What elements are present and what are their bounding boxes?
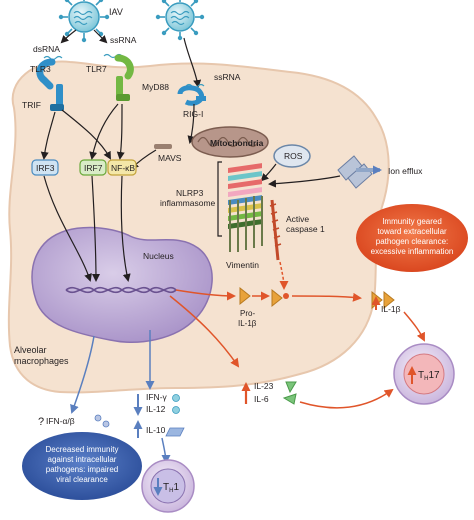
immunity-geared-line1: Immunity geared (382, 217, 442, 226)
arrow-ros-to-nlrp3 (260, 163, 277, 182)
il6-label: IL-6 (254, 394, 269, 404)
arrow-trif-to-nfkb (61, 109, 111, 160)
nfkb-box (107, 159, 137, 176)
ion-efflux-channel-icon (337, 155, 382, 189)
decreased-immunity-line4: viral clearance (56, 475, 108, 484)
tlr3-receptor-icon (36, 58, 64, 111)
iav-virus-right-icon (155, 0, 205, 41)
irf7-box (79, 159, 107, 176)
ros-label: ROS (284, 151, 303, 161)
ssrna-left-squiggle (103, 53, 123, 59)
arrow-virus-to-tlr7 (93, 29, 108, 44)
iav-label: IAV (109, 7, 123, 17)
immunity-geared-line3: pathogen clearance: (376, 237, 449, 246)
nlrp3-inflammasome-icon (228, 163, 263, 252)
arrow-nucleus-to-pro-il1b (175, 289, 236, 301)
ros-bubble (273, 144, 311, 168)
th17-label: TH17 (418, 370, 440, 382)
dsrna-label: dsRNA (33, 44, 60, 54)
nlrp3-bracket (217, 161, 222, 237)
nucleus-label: Nucleus (143, 251, 174, 261)
th1-label: TH1 (163, 482, 179, 494)
arrow-trif-to-irf3 (40, 111, 56, 160)
irf7-label: IRF7 (84, 163, 103, 173)
decreased-immunity-callout (22, 432, 142, 500)
immunity-geared-callout (356, 204, 468, 272)
il10-icon (165, 427, 185, 437)
il12-label: IL-12 (146, 404, 166, 414)
il6-icon (282, 393, 297, 405)
ifn-ab-icon-1 (94, 414, 102, 422)
arrow-nucleus-to-ifn-ab (70, 335, 95, 414)
tlr3-label: TLR3 (30, 64, 51, 74)
tlr7-receptor-icon (114, 54, 134, 101)
arrow-il23-to-th17 (299, 388, 394, 409)
nfkb-label: NF-κB (111, 163, 135, 173)
dna-helix-icon (65, 286, 177, 294)
mitochondria-label: Mitochondria (210, 138, 264, 148)
arrow-irf7-to-nucleus (91, 175, 100, 282)
mavs-label: MAVS (158, 153, 182, 163)
pro-il1b-label-line2: IL-1β (238, 319, 257, 328)
nlrp3-label-line2: inflammasome (160, 198, 216, 208)
il23-icon (285, 381, 297, 394)
arrow-il1b-out (291, 292, 362, 302)
iav-virus-icon (58, 0, 110, 43)
decreased-immunity-line1: Decreased immunity (46, 445, 119, 454)
il1b-label: IL-1β (381, 304, 401, 314)
immunity-geared-line2: toward extracellular (377, 227, 447, 236)
rig-i-helicase-icon (177, 85, 206, 106)
arrow-rigi-to-mavs (187, 103, 196, 144)
active-caspase-1-icon (269, 199, 282, 261)
ifn-ab-label: IFN-α/β (46, 416, 75, 426)
active-caspase-label-line2: caspase 1 (286, 224, 325, 234)
vimentin-label: Vimentin (226, 260, 259, 270)
arrow-to-th1 (161, 437, 171, 464)
myd88-label: MyD88 (142, 82, 169, 92)
tlr7-label: TLR7 (86, 64, 107, 74)
arrow-myd88-to-irf7 (89, 103, 119, 160)
nucleus (31, 226, 213, 343)
mitochondria-icon (191, 126, 269, 158)
arrow-il1b-to-th17 (403, 311, 425, 342)
arrow-virus-to-tlr3 (60, 29, 77, 44)
ifn-g-icon (172, 394, 180, 402)
ssrna-left-label: ssRNA (110, 35, 137, 45)
arrow-nucleus-to-il23 (169, 295, 240, 368)
alveolar-label-line1: Alveolar (14, 345, 47, 355)
nlrp3-label-line1: NLRP3 (176, 188, 204, 198)
irf3-label: IRF3 (36, 163, 55, 173)
rig-i-label: RIG-I (183, 109, 203, 119)
il10-label: IL-10 (146, 425, 166, 435)
th17-cell-icon (393, 343, 455, 405)
ion-efflux-label: Ion efflux (388, 166, 423, 176)
ifn-ab-icon-2 (102, 420, 110, 428)
pro-il1b-icon (239, 286, 289, 308)
ifn-g-label: IFN-γ (146, 392, 168, 402)
alveolar-label-line2: macrophages (14, 356, 69, 366)
arrow-caspase-to-il1b (279, 261, 289, 290)
arrow-myd88-to-nfkb (116, 103, 125, 160)
il12-icon (172, 406, 180, 414)
mavs-protein-icon (154, 144, 172, 149)
th1-cell-icon (141, 459, 195, 513)
arrow-nfkb-to-nucleus (120, 175, 131, 282)
decreased-immunity-line2: against intracellular (48, 455, 117, 464)
immunity-geared-line4: excessive inflammation (371, 247, 454, 256)
irf3-box (31, 159, 59, 176)
il23-label: IL-23 (254, 381, 274, 391)
ifn-ab-question-mark: ? (38, 416, 44, 428)
arrow-ion-efflux-to-nlrp3 (268, 175, 341, 188)
ssrna-right-label: ssRNA (214, 72, 241, 82)
arrow-virus-to-rigi (183, 37, 202, 88)
pro-il1b-label-line1: Pro- (240, 309, 255, 318)
active-caspase-label-line1: Active (286, 214, 309, 224)
arrow-irf3-to-nucleus (43, 175, 92, 282)
trif-label: TRIF (22, 100, 41, 110)
decreased-immunity-line3: pathogens: impaired (46, 465, 119, 474)
